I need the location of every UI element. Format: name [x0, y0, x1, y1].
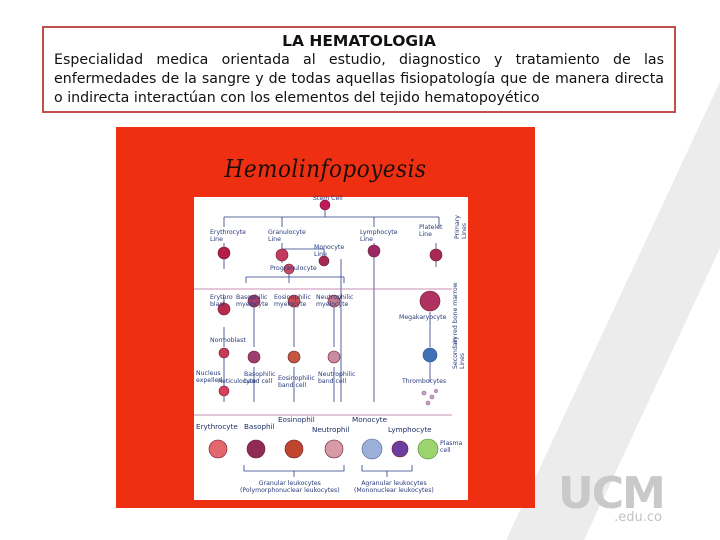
label-erythrocyte-line: Erythrocyte Line: [210, 229, 246, 243]
label-basophilic-myelocyte: Basophilic myelocyte: [236, 294, 269, 308]
label-erythroblast: Erythro blast: [210, 294, 233, 308]
label-secondary-lines: Secondary Lines: [452, 336, 466, 369]
stem-cell: [319, 199, 331, 211]
granulocyte-line-cell: [275, 248, 289, 262]
label-granular-leukocytes: Granular leukocytes (Polymorphonuclear l…: [240, 480, 340, 494]
label-lymphocyte: Lymphocyte: [388, 425, 432, 434]
hemolinfopoyesis-figure: Hemolinfopoyesis: [116, 127, 535, 508]
slide-title: LA HEMATOLOGIA: [282, 32, 436, 50]
title-box: LA HEMATOLOGIA Especialidad medica orien…: [42, 26, 676, 113]
label-neutrophil: Neutrophil: [312, 425, 350, 434]
label-granulocyte-line: Granulocyte Line: [268, 229, 306, 243]
logo-domain-text: .edu.co: [614, 510, 662, 525]
slide-description: Especialidad medica orientada al estudio…: [54, 52, 664, 106]
label-nucleus-expelled: Nucleus expelled: [196, 370, 223, 384]
label-agranular-leukocytes: Agranular leukocytes (Mononuclear leukoc…: [354, 480, 434, 494]
diagram-svg: [194, 199, 452, 477]
neutrophil-cell: [324, 439, 344, 459]
diagram-connectors: [223, 209, 440, 402]
label-lymphocyte-line: Lymphocyte Line: [360, 229, 398, 243]
label-eosinophil: Eosinophil: [278, 415, 315, 424]
reticulocyte-cell: [218, 385, 230, 397]
lymphocyte-line-cell: [367, 244, 381, 258]
eosinophil-cell: [284, 439, 304, 459]
bone-marrow-lines: [194, 288, 452, 416]
ucm-logo: UCM .edu.co: [558, 472, 668, 532]
hematopoiesis-diagram: Stem Cell Erythrocyte Line Granulocyte L…: [194, 195, 468, 500]
neutrophilic-myelocyte-cell: [327, 294, 341, 308]
basophilic-band-cell: [247, 350, 261, 364]
label-neutrophilic-band-cell: Neutrophilic band cell: [318, 371, 356, 385]
basophilic-myelocyte-cell: [247, 294, 261, 308]
label-in-red-bone-marrow: In red bone marrow: [452, 282, 459, 343]
cells: [208, 199, 443, 460]
erythroblast-cell: [217, 302, 231, 316]
label-megakaryocyte: Megakaryocyte: [399, 314, 447, 321]
plasma-cell: [417, 438, 439, 460]
label-progranulocyte: Progranulocyte: [270, 265, 317, 272]
basophil-cell: [246, 439, 266, 459]
label-basophil: Basophil: [244, 422, 275, 431]
label-thrombocytes: Thrombocytes: [402, 378, 447, 385]
label-normoblast: Normoblast: [210, 337, 246, 344]
normoblast-cell: [218, 347, 230, 359]
thrombocytes-cluster: [421, 389, 438, 406]
neutrophilic-band-cell: [327, 350, 341, 364]
monocyte-cell: [361, 438, 383, 460]
label-monocyte: Monocyte: [352, 415, 387, 424]
group-brackets: [243, 465, 413, 477]
label-platelet-line: Platelet Line: [419, 224, 443, 238]
label-stem-cell: Stem Cell: [313, 195, 343, 202]
eosinophilic-band-cell: [287, 350, 301, 364]
label-basophilic-band-cell: Basophilic band cell: [244, 371, 276, 385]
label-erythrocyte: Erythrocyte: [196, 422, 238, 431]
monocyte-line-cell: [318, 255, 330, 267]
label-reticulocyte: Reticulocyte: [218, 378, 257, 385]
label-eosinophilic-band-cell: Eosinophilic band cell: [278, 375, 315, 389]
label-eosinophilic-myelocyte: Eosinophilic myelocyte: [274, 294, 311, 308]
progranulocyte-cell: [283, 263, 295, 275]
label-monocyte-line: Monocyte Line: [314, 244, 345, 258]
label-neutrophilic-myelocyte: Neutrophilic myelocyte: [316, 294, 354, 308]
erythrocyte-cell: [208, 439, 228, 459]
erythrocyte-line-cell: [217, 246, 231, 260]
megakaryocyte-cell: [419, 290, 441, 312]
lymphocyte-cell: [391, 440, 409, 458]
secondary-megakaryocyte-cell: [422, 347, 438, 363]
eosinophilic-myelocyte-cell: [287, 294, 301, 308]
label-primary-lines: Primary Lines: [454, 215, 468, 239]
figure-title: Hemolinfopoyesis: [224, 155, 427, 183]
logo-main-text: UCM: [558, 468, 666, 519]
platelet-line-cell: [429, 248, 443, 262]
label-plasma-cell: Plasma cell: [440, 440, 463, 454]
